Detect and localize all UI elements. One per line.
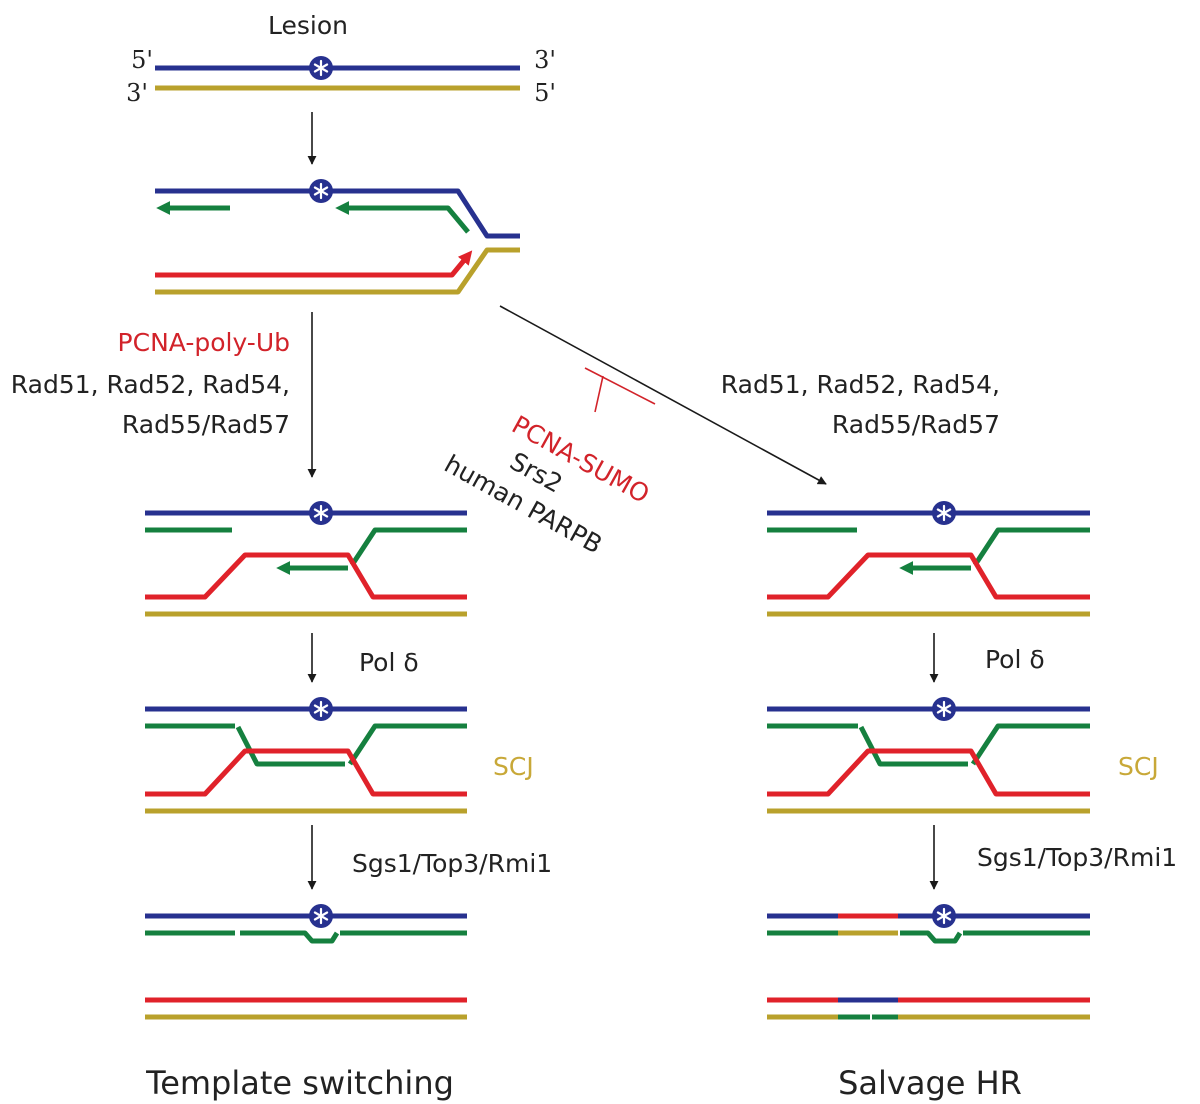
scj-strand-red	[145, 748, 467, 797]
left-factors-line1: Rad51, Rad52, Rad54,	[11, 370, 290, 399]
left-stage-resolved	[145, 902, 467, 1020]
right-scj-label: SCJ	[1118, 752, 1159, 781]
fork-strand-gold	[155, 247, 520, 295]
lesion-icon	[930, 902, 958, 930]
right-factors-line2: Rad55/Rad57	[832, 410, 1000, 439]
scj-strand-green-dashed	[235, 725, 345, 767]
left-stage-scj	[145, 695, 467, 814]
stage-initial-duplex: Lesion 5' 3' 3' 5'	[126, 11, 556, 107]
nascent-strand-green-stalled	[335, 201, 470, 234]
fork-strand-blue	[155, 188, 520, 239]
lesion-icon	[307, 54, 335, 82]
template-switching-title: Template switching	[145, 1064, 454, 1102]
lesion-icon	[930, 499, 958, 527]
scj-strand-green-dashed	[858, 725, 968, 767]
left-scj-label: SCJ	[493, 752, 534, 781]
inhibition-bar	[584, 367, 656, 413]
lesion-icon	[307, 902, 335, 930]
scj-strand-green-right	[970, 723, 1090, 766]
lesion-icon	[930, 695, 958, 723]
flow-arrow-salvage	[499, 305, 827, 485]
right-stage-crossover	[767, 902, 1090, 1020]
end-label-3prime-top-right: 3'	[534, 46, 556, 74]
inhibition-labels: PCNA-SUMO Srs2 human PARPB	[440, 410, 655, 560]
right-pol-delta-label: Pol δ	[985, 645, 1045, 674]
right-stage-scj	[767, 695, 1090, 814]
invasion-strand-green-invading	[972, 527, 1090, 567]
left-pol-delta-label: Pol δ	[359, 648, 419, 677]
scj-strand-green-right	[347, 723, 467, 766]
lesion-label: Lesion	[268, 11, 348, 40]
right-stage-strand-invasion	[767, 499, 1090, 617]
end-label-5prime-bottom-right: 5'	[534, 79, 556, 107]
right-factors-line1: Rad51, Rad52, Rad54,	[721, 370, 1000, 399]
left-factors-line2: Rad55/Rad57	[122, 410, 290, 439]
pcna-poly-ub-label: PCNA-poly-Ub	[118, 328, 290, 357]
left-stage-strand-invasion	[145, 499, 467, 617]
resolved-strand-green-dashed	[240, 930, 340, 944]
invasion-strand-green-invading	[349, 527, 467, 567]
salvage-hr-title: Salvage HR	[838, 1064, 1022, 1102]
nascent-strand-red	[155, 250, 473, 278]
end-label-5prime-top-left: 5'	[131, 46, 153, 74]
invasion-strand-red	[767, 552, 1090, 600]
lesion-icon	[307, 499, 335, 527]
stage-stalled-fork	[155, 177, 520, 295]
crossover-strand-green-dashed	[900, 930, 963, 944]
scj-strand-red	[767, 748, 1090, 797]
left-sgs1-label: Sgs1/Top3/Rmi1	[352, 849, 552, 878]
lesion-icon	[307, 695, 335, 723]
lesion-icon	[307, 177, 335, 205]
right-sgs1-label: Sgs1/Top3/Rmi1	[977, 843, 1177, 872]
invasion-strand-red	[145, 552, 467, 600]
end-label-3prime-bottom-left: 3'	[126, 79, 148, 107]
